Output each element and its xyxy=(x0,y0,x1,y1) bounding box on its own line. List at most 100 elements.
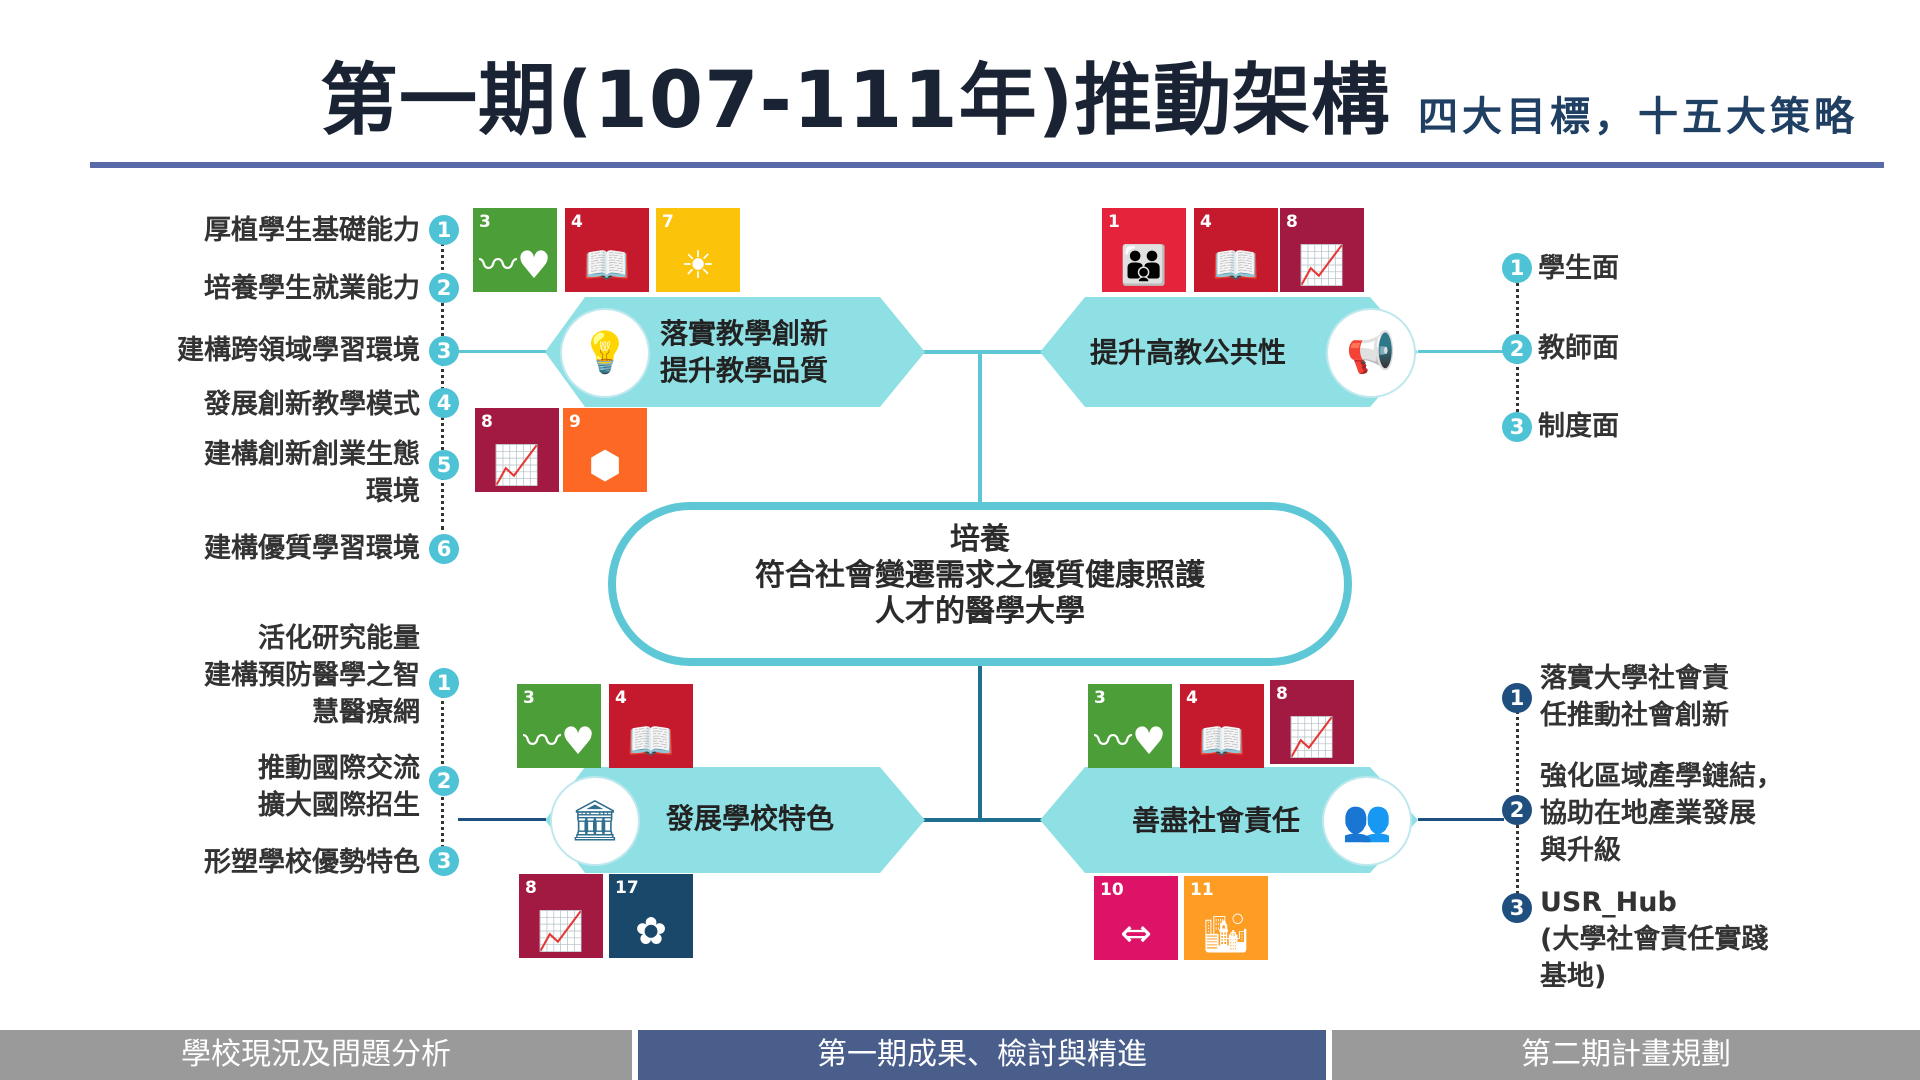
sdg-number: 8 xyxy=(1286,212,1298,232)
lightbulb-icon: 💡 xyxy=(560,308,650,398)
goal-shape-social xyxy=(1040,767,1418,873)
equality-icon: ⇔ xyxy=(1120,911,1152,955)
center-goal-text: 培養 符合社會變遷需求之優質健康照護 人才的醫學大學 xyxy=(640,522,1320,630)
flower-icon: ✿ xyxy=(635,909,667,953)
strategy-teaching-3: 建構跨領域學習環境 xyxy=(177,335,420,366)
sdg-number: 8 xyxy=(481,412,493,432)
sdg-number: 17 xyxy=(615,878,639,898)
goal-social-text: 善盡社會責任 xyxy=(1132,802,1300,839)
center-oval xyxy=(608,502,1352,666)
sdg-tile-7: 7☀ xyxy=(656,208,740,292)
sdg-tile-4: 4📖 xyxy=(609,684,693,768)
strategy-number: 6 xyxy=(429,534,459,564)
tab-phase-two-plan[interactable]: 第二期計畫規劃 xyxy=(1332,1030,1920,1080)
growth-chart-icon: 📈 xyxy=(1288,715,1336,759)
strategy-public-3: 制度面 xyxy=(1538,411,1619,442)
goal-features-text: 發展學校特色 xyxy=(666,800,834,837)
sdg-tile-10: 10 ⇔ xyxy=(1094,876,1178,960)
goal-public-text: 提升高教公共性 xyxy=(1090,334,1286,371)
sdg-tile-11: 11 🏙 xyxy=(1184,876,1268,960)
sdg-number: 10 xyxy=(1100,880,1124,900)
goal-features-line-1: 發展學校特色 xyxy=(666,802,835,835)
sdg-tile-8: 8📈 xyxy=(1270,680,1354,764)
framework-diagram xyxy=(545,297,1418,873)
sdg-tile-3: 3 〰♥ xyxy=(1088,684,1172,768)
people-icon: 👥 xyxy=(1322,776,1412,866)
strategy-teaching-4: 發展創新教學模式 xyxy=(204,389,420,420)
sdg-tile-1: 1👪 xyxy=(1102,208,1186,292)
strategy-connector-teaching xyxy=(458,350,546,353)
sdg-number: 4 xyxy=(1186,688,1198,708)
strategy-features-2: 推動國際交流 擴大國際招生 xyxy=(258,753,420,821)
city-icon: 🏙 xyxy=(1201,911,1251,955)
strategy-social-1: 落實大學社會責 任推動社會創新 xyxy=(1540,663,1729,731)
strategy-dots-teaching xyxy=(441,230,444,530)
strategy-number: 1 xyxy=(429,215,459,245)
sdg-tile-4: 4📖 xyxy=(1180,684,1264,768)
goal-shape-features xyxy=(545,767,925,873)
tab-current-analysis[interactable]: 學校現況及問題分析 xyxy=(0,1030,632,1080)
goal-public-line-1: 提升高教公共性 xyxy=(1090,336,1287,369)
strategy-connector-social xyxy=(1418,818,1504,821)
book-icon: 📖 xyxy=(583,243,631,287)
strategy-number: 1 xyxy=(1502,253,1532,283)
strategy-teaching-1: 厚植學生基礎能力 xyxy=(204,215,420,246)
strategy-public-1: 學生面 xyxy=(1538,253,1619,284)
strategy-teaching-2: 培養學生就業能力 xyxy=(204,273,420,304)
tab-phase-one-results[interactable]: 第一期成果、檢討與精進 xyxy=(638,1030,1326,1080)
sdg-number: 8 xyxy=(525,878,537,898)
heartbeat-icon: 〰♥ xyxy=(1093,719,1167,763)
strategy-connector-public xyxy=(1418,350,1504,353)
strategy-teaching-6: 建構優質學習環境 xyxy=(204,533,420,564)
sdg-tile-8: 8📈 xyxy=(1280,208,1364,292)
growth-chart-icon: 📈 xyxy=(537,909,585,953)
strategy-social-3: USR_Hub (大學社會責任實踐 基地) xyxy=(1540,887,1769,992)
megaphone-icon: 📢 xyxy=(1326,308,1416,398)
sun-icon: ☀ xyxy=(680,243,716,287)
sdg-tile-9: 9⬢ xyxy=(563,408,647,492)
sdg-number: 3 xyxy=(1094,688,1106,708)
growth-chart-icon: 📈 xyxy=(1298,243,1346,287)
strategy-number: 2 xyxy=(429,766,459,796)
sdg-number: 4 xyxy=(571,212,583,232)
sdg-tile-4: 4📖 xyxy=(1194,208,1278,292)
sdg-number: 3 xyxy=(479,212,491,232)
sdg-number: 11 xyxy=(1190,880,1214,900)
strategy-number: 1 xyxy=(429,668,459,698)
strategy-number: 5 xyxy=(429,450,459,480)
sdg-tile-4: 4📖 xyxy=(565,208,649,292)
page-title: 第一期(107-111年)推動架構 xyxy=(320,56,1391,146)
sdg-tile-8: 8📈 xyxy=(475,408,559,492)
sdg-number: 4 xyxy=(615,688,627,708)
strategy-number: 3 xyxy=(1502,893,1532,923)
sdg-number: 1 xyxy=(1108,212,1120,232)
goal-shape-public xyxy=(1040,297,1418,407)
book-icon: 📖 xyxy=(1212,243,1260,287)
strategy-teaching-5: 建構創新創業生態 環境 xyxy=(204,439,420,507)
strategy-features-1: 活化研究能量 建構預防醫學之智 慧醫療網 xyxy=(204,623,420,728)
strategy-number: 3 xyxy=(429,336,459,366)
strategy-number: 1 xyxy=(1502,683,1532,713)
strategy-number: 2 xyxy=(1502,795,1532,825)
sdg-tile-17: 17 ✿ xyxy=(609,874,693,958)
goal-teaching-text: 落實教學創新 提升教學品質 xyxy=(660,315,828,389)
goal-teaching-line-2: 提升教學品質 xyxy=(660,354,829,387)
footer-nav: 學校現況及問題分析 第一期成果、檢討與精進 第二期計畫規劃 xyxy=(0,1030,1920,1080)
sdg-number: 8 xyxy=(1276,684,1288,704)
family-icon: 👪 xyxy=(1120,243,1168,287)
cubes-icon: ⬢ xyxy=(588,443,622,487)
goal-social-line-1: 善盡社會責任 xyxy=(1132,804,1301,837)
book-icon: 📖 xyxy=(627,719,675,763)
strategy-number: 2 xyxy=(429,273,459,303)
strategy-number: 3 xyxy=(429,846,459,876)
growth-chart-icon: 📈 xyxy=(493,443,541,487)
sdg-number: 7 xyxy=(662,212,674,232)
sdg-number: 9 xyxy=(569,412,581,432)
sdg-tile-3: 3 〰♥ xyxy=(473,208,557,292)
sdg-tile-8: 8📈 xyxy=(519,874,603,958)
page-subtitle: 四大目標，十五大策略 xyxy=(1418,94,1858,140)
heartbeat-icon: 〰♥ xyxy=(478,243,552,287)
heartbeat-icon: 〰♥ xyxy=(522,719,596,763)
title-divider xyxy=(90,162,1884,168)
strategy-number: 2 xyxy=(1502,334,1532,364)
